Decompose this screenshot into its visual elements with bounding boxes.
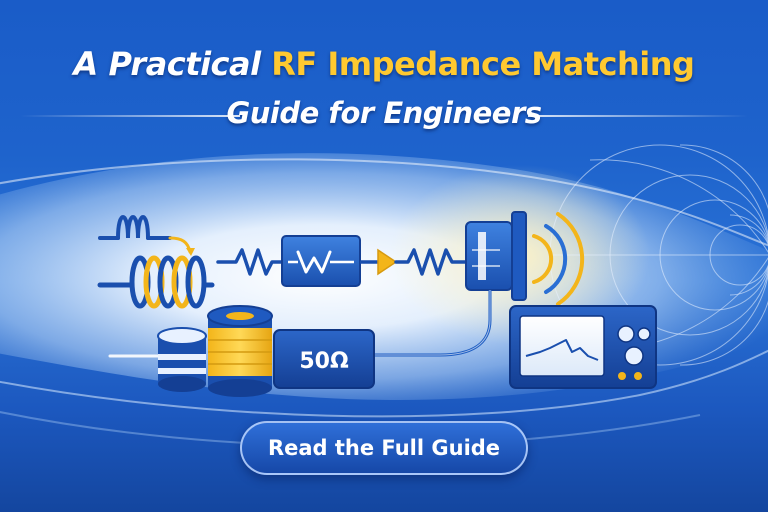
antenna-block [465, 211, 527, 301]
divider-right [528, 115, 748, 117]
large-inductor [97, 255, 215, 309]
capacitor-stack [157, 327, 207, 392]
knob-icon [637, 327, 651, 341]
divider-left [20, 115, 240, 117]
resistor-left [216, 248, 284, 276]
read-guide-button[interactable]: Read the Full Guide [240, 421, 528, 475]
resistor-right [394, 248, 470, 276]
network-analyzer [509, 305, 657, 389]
impedance-label: 50Ω [299, 349, 349, 374]
indicator-dot [618, 372, 626, 380]
wave-streak-bottom [0, 349, 768, 418]
headline-line-1: A Practical RF Impedance Matching [0, 42, 768, 86]
headline-prefix: A Practical [73, 45, 262, 83]
signal-waves-icon [532, 212, 585, 306]
headline: A Practical RF Impedance Matching Guide … [0, 42, 768, 134]
trace-line [525, 339, 599, 361]
knob-icon [617, 325, 635, 343]
resistor-box [281, 235, 361, 287]
yellow-triangle-icon [377, 248, 398, 276]
wave-streak-top [0, 158, 768, 247]
coil-spool [207, 305, 273, 397]
headline-accent: RF Impedance Matching [271, 45, 695, 83]
knob-icon [624, 346, 644, 366]
impedance-box: 50Ω [273, 329, 375, 389]
small-inductor [98, 215, 195, 256]
indicator-dot [634, 372, 642, 380]
headline-line-2: Guide for Engineers [0, 92, 768, 134]
headline-subtitle: Guide for Engineers [226, 96, 542, 130]
